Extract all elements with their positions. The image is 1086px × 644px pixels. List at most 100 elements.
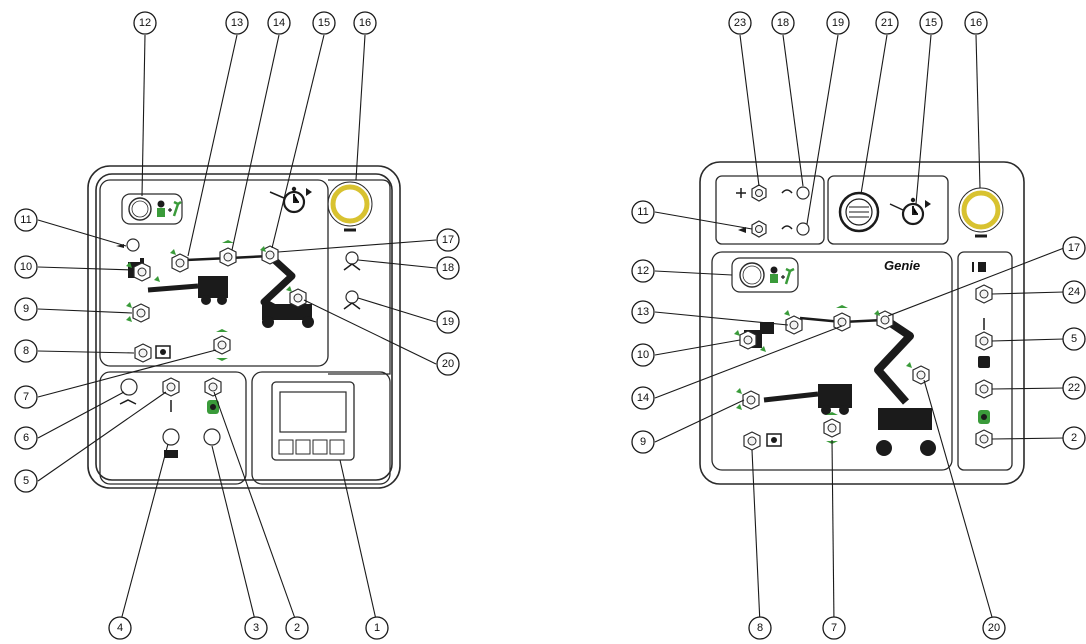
callout-14: 14: [267, 11, 291, 35]
toggle-9[interactable]: [126, 302, 150, 323]
brand-logo: Genie: [884, 258, 920, 273]
callout-18-r: 18: [771, 11, 795, 35]
callout-19: 19: [436, 310, 460, 334]
toggle-23[interactable]: [736, 184, 767, 202]
callout-13: 13: [225, 11, 249, 35]
toggle-10[interactable]: [126, 262, 160, 282]
svg-text:12: 12: [139, 17, 151, 29]
svg-text:16: 16: [359, 17, 371, 29]
toggle-7[interactable]: [213, 329, 231, 361]
toggle-14[interactable]: [219, 240, 237, 267]
leader-lines: [37, 34, 1065, 625]
svg-text:13: 13: [231, 17, 243, 29]
toggle-2-right[interactable]: [975, 410, 993, 449]
function-enable-button[interactable]: [121, 193, 183, 225]
svg-text:18: 18: [777, 17, 789, 29]
toggle-17[interactable]: [260, 245, 279, 265]
svg-text:18: 18: [442, 262, 454, 274]
svg-text:23: 23: [734, 17, 746, 29]
toggle-20[interactable]: [286, 286, 307, 308]
callout-20-r: 20: [982, 616, 1006, 640]
callout-8-r: 8: [748, 616, 772, 640]
toggle-22[interactable]: [975, 356, 993, 399]
light-19-right: [781, 222, 810, 236]
svg-text:4: 4: [117, 622, 123, 634]
toggle-8-right[interactable]: [743, 431, 782, 451]
svg-text:15: 15: [318, 17, 330, 29]
callout-5-r: 5: [1062, 327, 1086, 351]
svg-text:11: 11: [637, 206, 648, 218]
callout-5: 5: [14, 469, 38, 493]
svg-text:8: 8: [757, 622, 763, 634]
callout-20: 20: [436, 352, 460, 376]
boom-control-row: [128, 253, 314, 328]
speed-select-icon-right: [889, 197, 931, 226]
svg-text:5: 5: [1071, 333, 1077, 345]
callout-9: 9: [14, 297, 38, 321]
toggle-13[interactable]: [170, 249, 189, 273]
button-4[interactable]: [162, 428, 180, 458]
svg-text:20: 20: [988, 622, 1000, 634]
callout-11-r: 11: [631, 200, 655, 224]
callout-12-r: 12: [631, 259, 655, 283]
emergency-stop-button-right[interactable]: [958, 187, 1004, 238]
svg-text:13: 13: [637, 306, 649, 318]
svg-text:19: 19: [442, 316, 454, 328]
svg-text:11: 11: [20, 214, 31, 226]
svg-text:2: 2: [294, 622, 300, 634]
callout-4: 4: [108, 616, 132, 640]
toggle-2[interactable]: [204, 377, 222, 414]
callout-19-r: 19: [826, 11, 850, 35]
callout-21: 21: [875, 11, 899, 35]
toggle-8[interactable]: [134, 343, 171, 363]
callout-1: 1: [365, 616, 389, 640]
svg-text:22: 22: [1068, 382, 1080, 394]
toggle-24[interactable]: [972, 262, 993, 304]
function-enable-button-right[interactable]: [731, 257, 799, 293]
toggle-5[interactable]: [162, 377, 180, 412]
svg-text:6: 6: [23, 432, 29, 444]
key-switch[interactable]: [838, 191, 880, 233]
toggle-7-right[interactable]: [823, 412, 841, 444]
indicator-light-19: [343, 290, 361, 310]
callout-13-r: 13: [631, 300, 655, 324]
callout-23: 23: [728, 11, 752, 35]
callout-8: 8: [14, 339, 38, 363]
toggle-17-right[interactable]: [874, 310, 894, 330]
toggle-9-right[interactable]: [736, 388, 760, 410]
callout-24: 24: [1062, 280, 1086, 304]
svg-text:14: 14: [273, 17, 285, 29]
toggle-11-right[interactable]: [738, 220, 767, 238]
callout-9-r: 9: [631, 430, 655, 454]
speed-select-icon: [269, 186, 312, 214]
light-6: [119, 378, 138, 405]
svg-text:3: 3: [253, 622, 259, 634]
toggle-5-right[interactable]: [975, 318, 993, 351]
toggle-20-right[interactable]: [906, 362, 930, 385]
svg-text:17: 17: [1068, 242, 1080, 254]
button-3[interactable]: [203, 428, 221, 446]
lcd-display: [271, 381, 355, 461]
emergency-stop-button[interactable]: [327, 181, 373, 232]
callout-22: 22: [1062, 376, 1086, 400]
callout-14-r: 14: [631, 386, 655, 410]
toggle-10-right[interactable]: [734, 330, 766, 352]
callout-18: 18: [436, 256, 460, 280]
svg-text:14: 14: [637, 392, 649, 404]
svg-text:5: 5: [23, 475, 29, 487]
svg-text:16: 16: [970, 17, 982, 29]
callout-15: 15: [312, 11, 336, 35]
status-light-11: [116, 238, 140, 252]
callout-16: 16: [353, 11, 377, 35]
svg-text:2: 2: [1071, 432, 1077, 444]
toggle-14-right[interactable]: [833, 305, 851, 332]
svg-text:7: 7: [831, 622, 837, 634]
callout-2: 2: [285, 616, 309, 640]
right-callouts: 23 18 19 21 15 16 11 12 13 10 14 9 17 24…: [631, 11, 1086, 640]
left-callouts: 12 13 14 15 16 11 10 9 8 7 6 5 17 18 19 …: [14, 11, 460, 640]
svg-text:21: 21: [881, 17, 893, 29]
toggle-13-right[interactable]: [784, 310, 803, 335]
callout-16-r: 16: [964, 11, 988, 35]
svg-text:12: 12: [637, 265, 649, 277]
